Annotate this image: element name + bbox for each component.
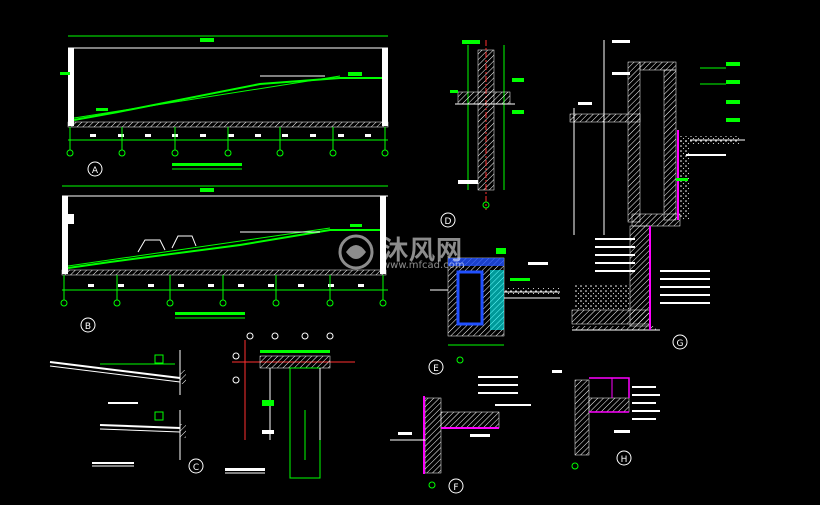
- section-a-ramp: A: [60, 35, 389, 177]
- detail-marker-c: [188, 458, 204, 474]
- detail-marker-h: [616, 450, 632, 466]
- detail-e-trench: E: [428, 248, 560, 375]
- detail-marker-h-label: H: [621, 455, 628, 465]
- detail-marker-f: [448, 478, 464, 494]
- detail-marker-g: [672, 334, 688, 350]
- detail-f-corner: F: [390, 376, 531, 494]
- plan-detail: [225, 332, 355, 479]
- watermark-logo-icon: [338, 234, 374, 270]
- detail-marker-a: [87, 161, 103, 177]
- detail-marker-c-label: C: [193, 463, 199, 473]
- detail-h-corner: H: [552, 370, 660, 470]
- detail-marker-e: [428, 359, 444, 375]
- detail-d-wall: D: [440, 40, 524, 228]
- detail-marker-a-label: A: [92, 166, 99, 176]
- detail-marker-f-label: F: [453, 483, 458, 493]
- section-b-ramp: B: [60, 185, 388, 333]
- detail-marker-d: [440, 212, 456, 228]
- detail-marker-g-label: G: [677, 339, 684, 349]
- detail-marker-b: [80, 317, 96, 333]
- detail-marker-b-label: B: [85, 322, 91, 332]
- detail-marker-d-label: D: [445, 217, 452, 227]
- detail-g-wall: G: [569, 40, 745, 350]
- detail-marker-e-label: E: [433, 364, 439, 374]
- detail-c-slope: C: [49, 350, 204, 474]
